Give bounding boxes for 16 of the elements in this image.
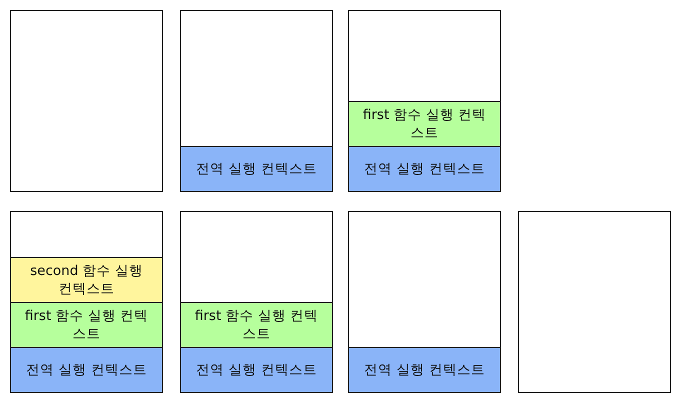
- context-band: first 함수 실행 컨텍스트: [349, 101, 500, 146]
- context-band: second 함수 실행 컨텍스트: [11, 257, 162, 302]
- stack-box: [518, 211, 671, 393]
- context-band: 전역 실행 컨텍스트: [11, 347, 162, 392]
- context-band: 전역 실행 컨텍스트: [181, 146, 332, 191]
- stack-box: [180, 211, 333, 393]
- stack-box: [10, 211, 163, 393]
- context-band: 전역 실행 컨텍스트: [349, 146, 500, 191]
- context-band: 전역 실행 컨텍스트: [349, 347, 500, 392]
- stack-box: [348, 10, 501, 192]
- context-band: 전역 실행 컨텍스트: [181, 347, 332, 392]
- stack-box: [348, 211, 501, 393]
- context-band: first 함수 실행 컨텍스트: [11, 302, 162, 347]
- stack-box: [10, 10, 163, 192]
- context-band: first 함수 실행 컨텍스트: [181, 302, 332, 347]
- stack-box: [180, 10, 333, 192]
